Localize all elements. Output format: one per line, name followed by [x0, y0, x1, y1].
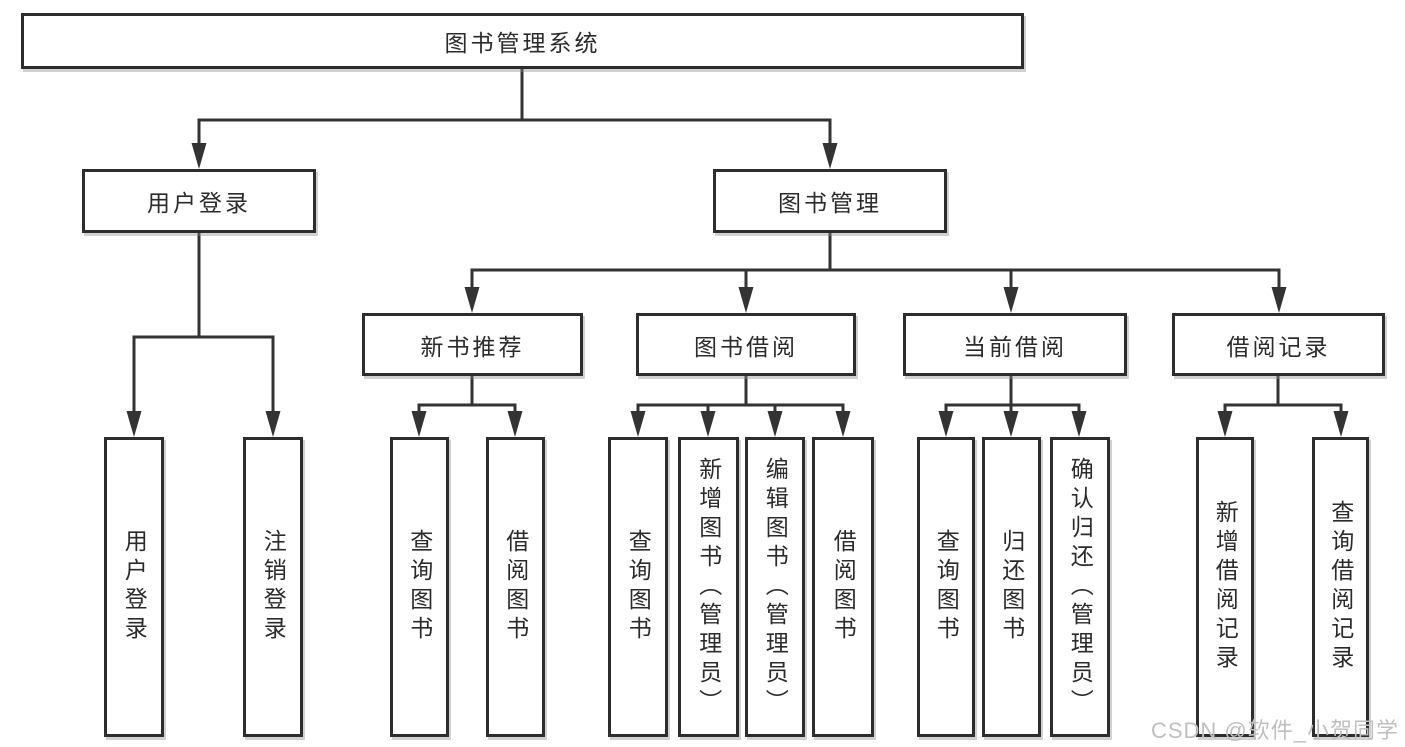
- leaf-edit-books-admin: 编辑图书（管理员）: [745, 437, 805, 737]
- node-new-book-recommend: 新书推荐: [362, 313, 583, 376]
- node-label: 归还图书: [998, 529, 1025, 645]
- node-label: 编辑图书（管理员）: [762, 456, 789, 718]
- node-label: 查询借阅记录: [1327, 500, 1354, 674]
- leaf-borrow-books-recommend: 借阅图书: [486, 437, 545, 737]
- node-label: 查询图书: [406, 529, 433, 645]
- leaf-add-books-admin: 新增图书（管理员）: [678, 437, 739, 737]
- node-label: 借阅图书: [830, 529, 857, 645]
- node-current-borrowing: 当前借阅: [903, 313, 1127, 376]
- leaf-query-books-recommend: 查询图书: [390, 437, 449, 737]
- node-user-login: 用户登录: [82, 169, 316, 233]
- node-label: 用户登录: [147, 190, 251, 216]
- node-label: 借阅图书: [502, 529, 529, 645]
- leaf-confirm-return-admin: 确认归还（管理员）: [1050, 437, 1110, 737]
- node-label: 确认归还（管理员）: [1067, 456, 1094, 718]
- node-label: 查询图书: [625, 529, 652, 645]
- node-label: 新书推荐: [420, 333, 525, 360]
- node-label: 注销登录: [260, 529, 287, 645]
- leaf-return-books: 归还图书: [982, 437, 1041, 737]
- node-label: 图书管理: [778, 190, 882, 216]
- csdn-watermark: CSDN @软件_小贺同学: [1150, 718, 1399, 743]
- leaf-add-borrow-record: 新增借阅记录: [1196, 437, 1254, 737]
- node-label: 用户登录: [121, 529, 148, 645]
- leaf-query-books-current: 查询图书: [917, 437, 975, 737]
- node-label: 图书借阅: [694, 333, 798, 360]
- node-label: 图书管理系统: [444, 30, 601, 56]
- node-root: 图书管理系统: [21, 13, 1024, 69]
- leaf-query-books-borrowing: 查询图书: [608, 437, 668, 737]
- node-label: 新增图书（管理员）: [695, 456, 722, 718]
- node-book-management: 图书管理: [713, 169, 947, 233]
- node-book-borrowing: 图书借阅: [636, 313, 856, 376]
- leaf-borrow-books: 借阅图书: [812, 437, 874, 737]
- node-borrowing-records: 借阅记录: [1172, 313, 1385, 376]
- node-label: 当前借阅: [963, 333, 1067, 360]
- leaf-logout: 注销登录: [243, 437, 303, 737]
- node-label: 新增借阅记录: [1212, 500, 1239, 674]
- leaf-query-borrow-record: 查询借阅记录: [1312, 437, 1369, 737]
- leaf-user-login: 用户登录: [104, 437, 164, 737]
- node-label: 借阅记录: [1226, 333, 1331, 360]
- node-label: 查询图书: [933, 529, 960, 645]
